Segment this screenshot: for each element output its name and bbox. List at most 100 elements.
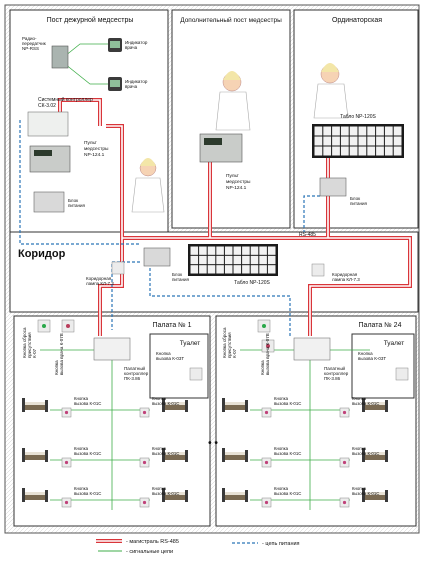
toilet1-btn-label-2: вызова К-03Т (156, 356, 184, 361)
extra-post-title: Дополнительный пост медсестры (180, 16, 282, 24)
bed-call-button-label: вызова К-01С (74, 451, 101, 456)
board-cell (199, 265, 207, 274)
svg-text:медсестры: медсестры (84, 147, 109, 152)
bed-call-button-dot (342, 410, 347, 415)
bed-icon (222, 488, 248, 502)
svg-text:NP-RSS: NP-RSS (22, 46, 39, 51)
svg-text:врача: врача (125, 45, 138, 50)
corridor-title: Коридор (18, 248, 66, 260)
bed-call-button-label: вызова К-01С (274, 491, 301, 496)
board-cell (242, 265, 250, 274)
toilet24-btn-label-2: вызова К-03Т (358, 356, 386, 361)
bed-call-button-dot (142, 460, 147, 465)
bed-call-button-label: вызова К-01С (352, 491, 379, 496)
toilet1-title: Туалет (180, 340, 201, 347)
svg-text:Коридорная: Коридорная (332, 272, 358, 277)
board-cell (367, 146, 376, 156)
ward24-doctor-label-2: вызова врача К-07В (265, 333, 270, 375)
board-cell (332, 136, 340, 146)
board-cell (367, 126, 376, 136)
bed-call-button-label: Кнопка (352, 396, 367, 401)
more-wards-dots: • • (208, 438, 218, 449)
bed-call-button-dot (142, 410, 147, 415)
bed-call-button-dot (264, 500, 269, 505)
board-cell (190, 255, 199, 265)
board-cell (242, 246, 250, 255)
ward24-cancel-button (257, 319, 271, 333)
svg-text:Радио-: Радио- (22, 36, 37, 41)
board-cell (259, 255, 267, 265)
svg-text:питания: питания (68, 203, 85, 208)
board-cell (267, 246, 276, 255)
bed-call-button-label: Кнопка (352, 486, 367, 491)
svg-text:врача: врача (125, 84, 138, 89)
nurse-figure-3 (313, 63, 349, 119)
toilet-1 (149, 333, 209, 399)
bed-icon (22, 398, 48, 412)
staff-room (293, 9, 419, 229)
bed-icon (162, 448, 188, 462)
bed-call-button-dot (142, 500, 147, 505)
ward24-title: Палата № 24 (359, 322, 402, 329)
board-cell (242, 255, 250, 265)
svg-text:Системный контроллер: Системный контроллер (38, 96, 93, 103)
bed-icon (162, 488, 188, 502)
svg-text:Табло NP-120S: Табло NP-120S (340, 114, 376, 120)
board-cell (384, 126, 393, 136)
toilet1-btn-label: Кнопка (156, 351, 171, 356)
bed-call-button-dot (342, 500, 347, 505)
bed-icon (362, 398, 388, 412)
board-cell (224, 265, 233, 274)
board-cell (207, 246, 216, 255)
ward24-doctor-button (261, 339, 275, 353)
bed-call-button-label: вызова К-01С (152, 451, 179, 456)
ward1-cancel-label: Кнопка сброса (22, 327, 27, 358)
board-cell (323, 136, 332, 146)
signal-lines (40, 43, 370, 510)
legend: - магистраль RS-485 - сигнальные цепи - … (96, 539, 300, 555)
toilet24-button (395, 367, 409, 381)
bed-icon (222, 398, 248, 412)
svg-text:Палатный: Палатный (324, 365, 346, 371)
board-cell (267, 265, 276, 274)
bed-call-button-label: вызова К-01С (152, 491, 179, 496)
nurse-figure-2 (215, 71, 251, 131)
board-cell (349, 126, 358, 136)
ward24-cancel-label-3: К-07 (232, 348, 237, 358)
legend-rs485: - магистраль RS-485 (126, 539, 179, 545)
bed-icon (222, 448, 248, 462)
board-cell (384, 146, 393, 156)
board-cell (224, 246, 233, 255)
svg-text:Блок: Блок (172, 272, 182, 277)
bed-icon (162, 398, 188, 412)
bed-call-button-dot (264, 410, 269, 415)
toilet24-title: Туалет (384, 340, 405, 347)
power-supply-2: Блок питания (319, 177, 367, 206)
board-cell (190, 265, 199, 274)
corridor-lamp-1: Коридорная лампа КЛ-7.3 (86, 261, 125, 286)
board-cell (199, 255, 207, 265)
bed-icon (22, 488, 48, 502)
svg-text:NP-124.1: NP-124.1 (84, 152, 105, 158)
toilet24-btn-label: Кнопка (358, 351, 373, 356)
legend-power: - цепь питания (262, 541, 300, 547)
ward1-controller: Палатный контроллер ПК-3.86 (93, 337, 149, 381)
svg-text:медсестры: медсестры (226, 180, 251, 185)
board-cell (216, 255, 224, 265)
toilet1-button (189, 367, 203, 381)
bed-call-button-label: вызова К-01С (74, 491, 101, 496)
ward1-cancel-button (37, 319, 51, 333)
ward24-controller: Палатный контроллер ПК-3.86 (293, 337, 349, 381)
board-cell (233, 265, 242, 274)
ward24-cancel-label: Кнопка сброса (222, 327, 227, 358)
svg-text:ПК-3.86: ПК-3.86 (124, 376, 141, 381)
svg-text:контроллер: контроллер (124, 371, 149, 376)
bed-call-button-label: Кнопка (274, 396, 289, 401)
rs485-label: RS-485 (299, 232, 316, 238)
svg-text:питания: питания (350, 201, 367, 206)
corridor-lamp-2: Коридорная лампа КЛ-7.3 (311, 263, 360, 282)
board-cell (323, 146, 332, 156)
board-cell (349, 146, 358, 156)
board-cell (358, 126, 367, 136)
svg-text:питания: питания (172, 277, 189, 282)
